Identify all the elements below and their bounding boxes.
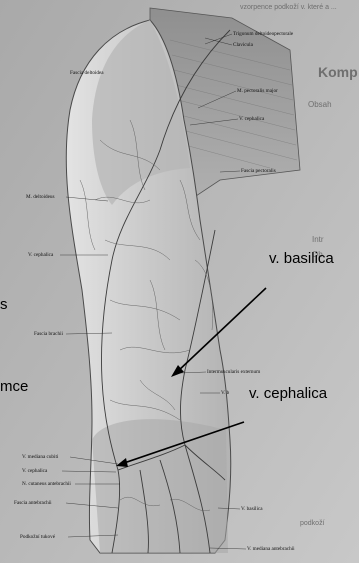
- label-fascia-pectoralis: Fascia pectoralis: [241, 168, 276, 174]
- label-septum: Intermuscularis externum: [207, 369, 260, 375]
- left-edge-mce: mce: [0, 378, 28, 395]
- bg-text-line-a: Obsah: [308, 100, 332, 109]
- label-v-basilica-low: V. basilica: [241, 506, 263, 512]
- bg-text-heading: Komp: [318, 64, 358, 80]
- label-fascia-deltoidea: Fascia deltoidea: [70, 70, 104, 76]
- label-v-mediana-antebrachii: V. mediana antebrachii: [247, 546, 295, 552]
- label-v-cephalica-top: V. cephalica: [239, 116, 264, 122]
- label-clavicula: Clavicula: [233, 42, 253, 48]
- label-fascia-antebrachii: Fascia antebrachii: [14, 500, 52, 506]
- label-m-pectoralis-major: M. pectoralis major: [237, 88, 278, 94]
- bg-text-top: vzorpence podkoží v. které a ...: [240, 4, 337, 11]
- bg-text-line-d: podkoží: [300, 520, 325, 527]
- label-m-deltoideus: M. deltoideus: [26, 194, 55, 200]
- label-v-b: V. b: [221, 390, 229, 396]
- label-fascia-brachii: Fascia brachii: [34, 331, 63, 337]
- label-n-cutaneus: N. cutaneus antebrachii: [22, 481, 71, 487]
- label-trigonum: Trigonum deltoideopectorale: [233, 31, 293, 37]
- annotation-v-cephalica: v. cephalica: [249, 385, 327, 402]
- label-podkozni-tukove: Podkožní tukové: [20, 534, 55, 540]
- label-v-cephalica-mid: V. cephalica: [28, 252, 53, 258]
- label-v-cephalica-low: V. cephalica: [22, 468, 47, 474]
- annotation-v-basilica: v. basilica: [269, 250, 334, 267]
- label-v-mediana-cubiti: V. mediana cubiti: [22, 454, 58, 460]
- bg-text-line-b: Intr: [312, 235, 324, 244]
- left-edge-s: s: [0, 296, 8, 313]
